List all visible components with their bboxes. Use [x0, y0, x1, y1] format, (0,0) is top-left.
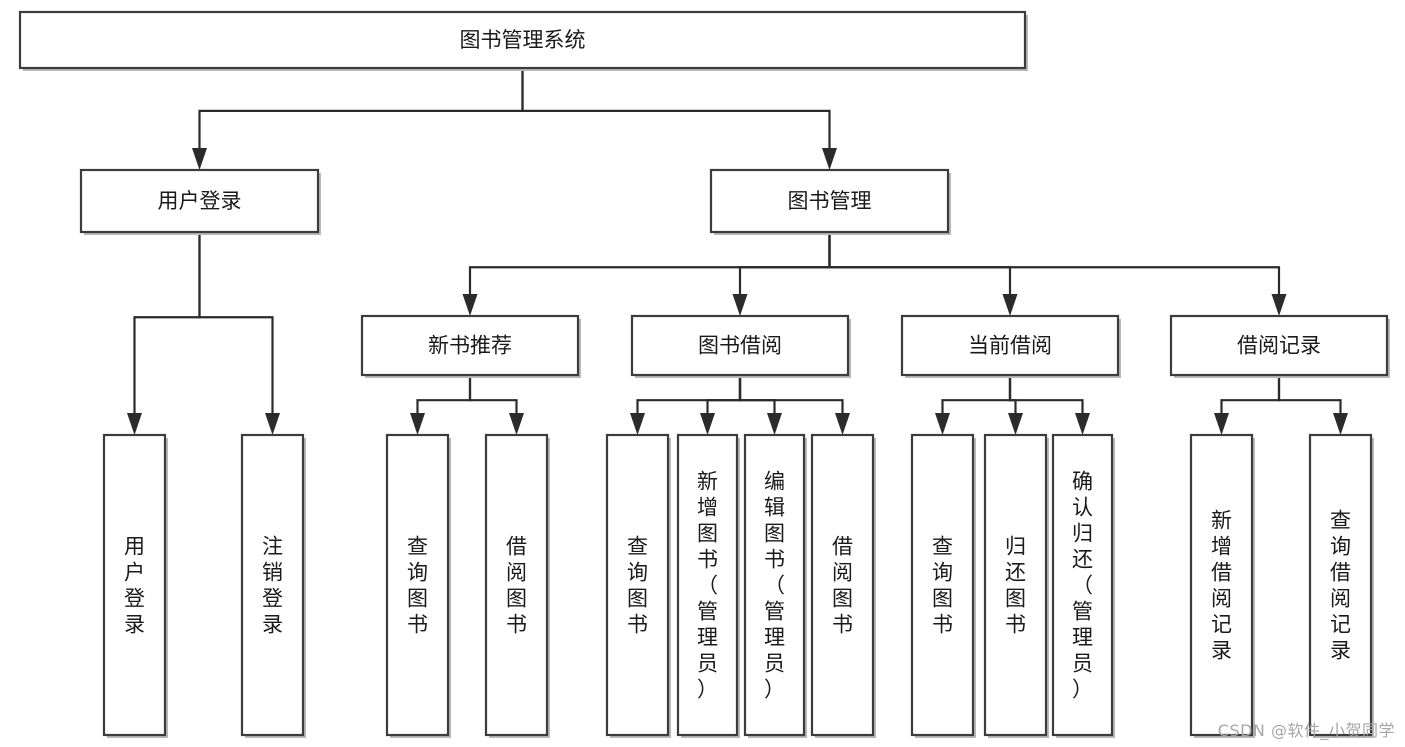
node-label: 图书管理系统	[460, 28, 586, 52]
node-label: 新增图书（管理员）	[697, 469, 718, 701]
node-leaf-return-book[interactable]: 归还图书	[983, 433, 1049, 738]
node-leaf-borrow-book-1[interactable]: 借阅图书	[484, 433, 550, 738]
node-label: 图书借阅	[698, 334, 782, 358]
node-root[interactable]: 图书管理系统	[18, 10, 1028, 71]
connector-new-book-recommend-to-leaf-borrow-book-1	[468, 375, 524, 435]
node-current-borrow[interactable]: 当前借阅	[900, 314, 1121, 378]
node-leaf-logout[interactable]: 注销登录	[240, 433, 306, 738]
node-label: 新增借阅记录	[1211, 508, 1232, 662]
node-label: 注销登录	[262, 534, 283, 636]
node-label: 用户登录	[124, 534, 145, 636]
node-label: 当前借阅	[968, 334, 1052, 358]
connector-user-login-to-leaf-logout	[198, 232, 280, 435]
node-leaf-query-book-3[interactable]: 查询图书	[910, 433, 976, 738]
connector-root-to-user-login	[192, 68, 524, 170]
node-leaf-borrow-book-2[interactable]: 借阅图书	[810, 433, 876, 738]
connector-borrow-record-to-leaf-query-record	[1277, 375, 1348, 435]
node-leaf-query-record[interactable]: 查询借阅记录	[1308, 433, 1374, 738]
node-leaf-confirm-return[interactable]: 确认归还（管理员）	[1051, 433, 1115, 738]
node-label: 查询图书	[932, 534, 953, 636]
node-leaf-add-record[interactable]: 新增借阅记录	[1189, 433, 1255, 738]
connector-book-manage-to-borrow-record	[828, 232, 1287, 316]
connector-new-book-recommend-to-leaf-query-book-1	[410, 375, 472, 435]
connector-current-borrow-to-leaf-query-book-3	[935, 375, 1012, 435]
node-label: 用户登录	[158, 189, 242, 213]
connector-book-borrow-to-leaf-add-book	[700, 375, 742, 435]
node-book-borrow[interactable]: 图书借阅	[630, 314, 851, 378]
node-label: 查询图书	[407, 534, 428, 636]
node-borrow-record[interactable]: 借阅记录	[1169, 314, 1390, 378]
node-leaf-query-book-2[interactable]: 查询图书	[605, 433, 671, 738]
node-book-manage[interactable]: 图书管理	[709, 168, 951, 235]
connector-book-borrow-to-leaf-borrow-book-2	[738, 375, 850, 435]
connector-book-manage-to-new-book-recommend	[462, 232, 831, 316]
node-user-login[interactable]: 用户登录	[79, 168, 321, 235]
node-label: 查询借阅记录	[1330, 508, 1351, 662]
node-label: 新书推荐	[428, 334, 512, 358]
connector-current-borrow-to-leaf-confirm-return	[1008, 375, 1090, 435]
node-label: 借阅记录	[1237, 334, 1321, 358]
connector-book-manage-to-book-borrow	[732, 232, 831, 316]
connector-root-to-book-manage	[521, 68, 837, 170]
node-label: 查询图书	[627, 534, 648, 636]
connector-book-borrow-to-leaf-edit-book	[738, 375, 782, 435]
node-new-book-recommend[interactable]: 新书推荐	[360, 314, 581, 378]
node-label: 借阅图书	[832, 534, 853, 636]
node-leaf-user-login[interactable]: 用户登录	[102, 433, 168, 738]
connector-layer	[127, 68, 1348, 435]
connector-user-login-to-leaf-user-login	[127, 232, 201, 435]
node-label: 确认归还（管理员）	[1072, 469, 1093, 701]
node-leaf-edit-book[interactable]: 编辑图书（管理员）	[743, 433, 807, 738]
watermark-label: CSDN @软件_小贺同学	[1217, 721, 1395, 740]
connector-book-borrow-to-leaf-query-book-2	[630, 375, 742, 435]
node-label: 归还图书	[1005, 534, 1026, 636]
node-label: 借阅图书	[506, 534, 527, 636]
node-label: 编辑图书（管理员）	[764, 469, 785, 701]
node-leaf-add-book[interactable]: 新增图书（管理员）	[676, 433, 740, 738]
node-label: 图书管理	[788, 189, 872, 213]
connector-borrow-record-to-leaf-add-record	[1214, 375, 1281, 435]
node-leaf-query-book-1[interactable]: 查询图书	[385, 433, 451, 738]
connector-book-manage-to-current-borrow	[828, 232, 1018, 316]
node-layer: 图书管理系统用户登录图书管理新书推荐图书借阅当前借阅借阅记录用户登录注销登录查询…	[18, 10, 1390, 738]
